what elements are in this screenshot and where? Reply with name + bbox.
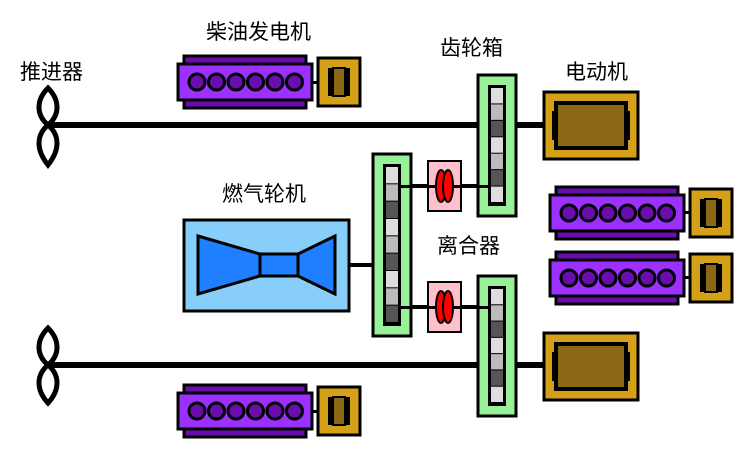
cylinder-icon xyxy=(657,203,676,223)
cylinder-icon xyxy=(618,203,637,223)
cylinder-icon xyxy=(559,203,579,223)
gear-tooth xyxy=(386,184,398,201)
upper-clutch xyxy=(398,160,488,212)
gear-tooth xyxy=(491,104,503,120)
electric-motor-label: 电动机 xyxy=(565,60,628,84)
cylinder-icon xyxy=(579,203,598,223)
upper-propeller-shaft xyxy=(48,122,548,128)
cylinder-icon xyxy=(579,268,598,288)
gear-tooth xyxy=(386,236,398,253)
cylinder-icon xyxy=(207,72,226,92)
cylinder-icon xyxy=(246,401,265,421)
cylinder-icon xyxy=(187,401,207,421)
cylinder-icon xyxy=(246,72,265,92)
generator-rotor xyxy=(704,198,718,228)
diesel-generator-set xyxy=(176,383,362,439)
gas-turbine-label: 燃气轮机 xyxy=(222,182,306,206)
gear-tooth xyxy=(386,201,398,218)
genset-coupling xyxy=(310,410,320,413)
cylinder-icon xyxy=(207,401,226,421)
upper-propeller-icon xyxy=(36,84,60,170)
gear-tooth xyxy=(491,321,503,337)
generator-rotor xyxy=(332,396,346,426)
diesel-generator-set xyxy=(548,185,734,241)
cylinder-icon xyxy=(618,268,637,288)
gear-tooth xyxy=(386,305,398,322)
cylinder-icon xyxy=(285,72,304,92)
gear-tooth xyxy=(386,219,398,236)
cylinder-icon xyxy=(598,203,618,223)
diesel-generator-set xyxy=(548,250,734,306)
gear-tooth xyxy=(491,120,503,137)
diesel-generator-label: 柴油发电机 xyxy=(206,20,311,44)
propeller-label: 推进器 xyxy=(20,60,83,84)
cylinder-icon xyxy=(637,203,657,223)
middle-gearbox xyxy=(371,152,413,338)
gear-tooth xyxy=(491,186,503,202)
gear-tooth xyxy=(386,288,398,305)
lower-gearbox xyxy=(476,274,518,418)
gear-tooth xyxy=(491,137,503,153)
cylinder-icon xyxy=(265,401,285,421)
cylinder-icon xyxy=(226,401,246,421)
gear-tooth xyxy=(491,305,503,321)
gear-tooth xyxy=(491,88,503,104)
gear-tooth xyxy=(386,167,398,184)
cylinder-icon xyxy=(657,268,676,288)
gear-tooth xyxy=(386,253,398,270)
gear-tooth xyxy=(491,170,503,186)
cylinder-icon xyxy=(559,268,579,288)
diesel-generator-set xyxy=(176,54,362,110)
lower-propeller-shaft xyxy=(48,362,548,368)
turbine-output-shaft xyxy=(345,263,390,267)
lower-clutch xyxy=(398,281,488,333)
genset-coupling xyxy=(682,211,692,214)
upper-gearbox xyxy=(476,73,518,218)
gear-tooth xyxy=(491,289,503,305)
gear-tooth xyxy=(491,386,503,402)
genset-coupling xyxy=(682,276,692,279)
generator xyxy=(316,56,362,108)
cylinder-icon xyxy=(598,268,618,288)
lower-electric-motor xyxy=(542,331,640,402)
cylinder-icon xyxy=(265,72,285,92)
gear-tooth xyxy=(386,271,398,288)
gearbox-label: 齿轮箱 xyxy=(440,36,503,60)
gear-tooth xyxy=(491,153,503,170)
clutch-label: 离合器 xyxy=(437,234,500,258)
cylinder-icon xyxy=(285,401,304,421)
upper-electric-motor xyxy=(542,90,640,161)
cylinder-icon xyxy=(226,72,246,92)
genset-coupling xyxy=(310,81,320,84)
generator-rotor xyxy=(332,67,346,97)
gear-tooth xyxy=(491,354,503,370)
cylinder-icon xyxy=(187,72,207,92)
lower-propeller-icon xyxy=(36,324,60,407)
gas-turbine xyxy=(182,218,351,313)
gear-tooth xyxy=(491,337,503,354)
cylinder-icon xyxy=(637,268,657,288)
generator-rotor xyxy=(704,263,718,293)
gear-tooth xyxy=(491,370,503,386)
